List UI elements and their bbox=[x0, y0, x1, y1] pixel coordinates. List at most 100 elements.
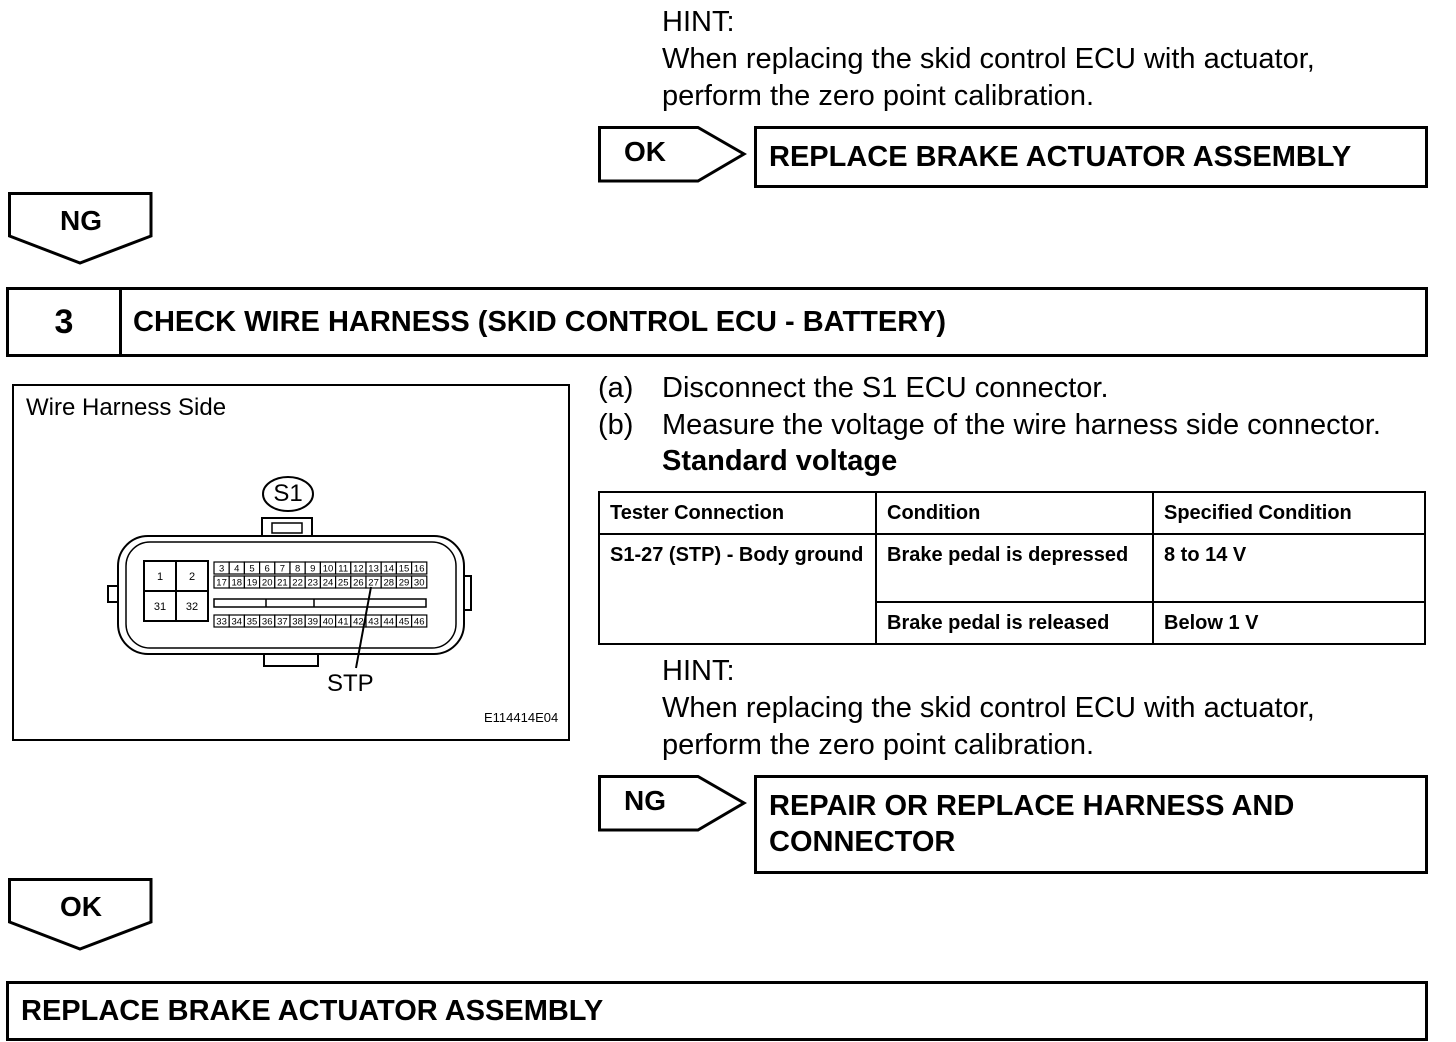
connector-pin-number: 32 bbox=[186, 601, 198, 613]
connector-pin-number: 7 bbox=[280, 564, 285, 575]
instruction-marker: (a) bbox=[598, 372, 634, 404]
hint-line: When replacing the skid control ECU with… bbox=[662, 692, 1315, 724]
table-cell: 8 to 14 V bbox=[1152, 533, 1426, 603]
connector-pin-number: 4 bbox=[234, 564, 239, 575]
connector-pin-number: 21 bbox=[277, 578, 288, 589]
table-header-row: Tester Connection Condition Specified Co… bbox=[598, 491, 1426, 535]
connector-pin-number: 25 bbox=[338, 578, 349, 589]
connector-pin-number: 31 bbox=[154, 601, 166, 613]
table-cell: S1-27 (STP) - Body ground bbox=[598, 533, 877, 645]
table-cell: Brake pedal is released bbox=[875, 601, 1154, 645]
ok-arrow-shape bbox=[598, 126, 747, 183]
ok-down-arrow-shape bbox=[8, 878, 153, 951]
connector-pin-number: 14 bbox=[384, 564, 395, 575]
connector-pin-number: 10 bbox=[323, 564, 334, 575]
connector-pin-number: 18 bbox=[232, 578, 243, 589]
instruction-a: (a) bbox=[598, 370, 633, 407]
final-result-box: REPLACE BRAKE ACTUATOR ASSEMBLY bbox=[6, 981, 1428, 1041]
result-line: REPAIR OR REPLACE HARNESS AND bbox=[769, 790, 1295, 822]
table-header: Specified Condition bbox=[1152, 491, 1426, 535]
connector-pin-number: 6 bbox=[265, 564, 270, 575]
hint-label: HINT: bbox=[662, 655, 735, 687]
hint-line: perform the zero point calibration. bbox=[662, 729, 1094, 761]
figure-id: E114414E04 bbox=[484, 710, 559, 725]
connector-pin-number: 24 bbox=[323, 578, 334, 589]
connector-pin-number: 36 bbox=[262, 617, 273, 628]
result-text: REPLACE BRAKE ACTUATOR ASSEMBLY bbox=[769, 141, 1352, 173]
step-number: 3 bbox=[9, 290, 122, 354]
ng-down-arrow-shape bbox=[8, 192, 153, 265]
connector-pin-number: 19 bbox=[247, 578, 258, 589]
connector-pin-number: 26 bbox=[353, 578, 364, 589]
result-box: REPAIR OR REPLACE HARNESS AND CONNECTOR bbox=[754, 775, 1428, 874]
connector-pin-cell bbox=[411, 614, 428, 628]
figure-title: Wire Harness Side bbox=[26, 394, 227, 421]
ng-label: NG bbox=[624, 785, 666, 816]
connector-pin-number: 23 bbox=[308, 578, 319, 589]
ng-label: NG bbox=[60, 205, 102, 236]
connector-pin-number: 34 bbox=[232, 617, 243, 628]
instruction-b: (b) bbox=[598, 407, 633, 444]
connector-pin-number: 20 bbox=[262, 578, 273, 589]
connector-pin-number: 5 bbox=[249, 564, 254, 575]
connector-pin-number: 35 bbox=[247, 617, 258, 628]
table-header: Condition bbox=[875, 491, 1154, 535]
connector-pin-number: 12 bbox=[353, 564, 364, 575]
hint-label: HINT: bbox=[662, 6, 735, 38]
ok-label: OK bbox=[60, 891, 102, 922]
connector-pin-number: 29 bbox=[399, 578, 410, 589]
step-header: 3 CHECK WIRE HARNESS (SKID CONTROL ECU -… bbox=[6, 287, 1428, 357]
table-row: S1-27 (STP) - Body ground Brake pedal is… bbox=[598, 533, 1426, 645]
ok-label: OK bbox=[624, 136, 666, 167]
connector-pin-number: 2 bbox=[189, 571, 195, 583]
table-header: Tester Connection bbox=[598, 491, 877, 535]
connector-pin-number: 33 bbox=[216, 617, 227, 628]
instruction-b-text: Measure the voltage of the wire harness … bbox=[662, 409, 1381, 441]
connector-pin-number: 1 bbox=[157, 571, 163, 583]
connector-pin-number: 27 bbox=[368, 578, 379, 589]
connector-pin-number: 3 bbox=[219, 564, 224, 575]
connector-pin-number: 43 bbox=[368, 617, 379, 628]
hint-line: perform the zero point calibration. bbox=[662, 80, 1094, 112]
standard-voltage-label: Standard voltage bbox=[662, 445, 898, 477]
connector-pin-number: 44 bbox=[384, 617, 395, 628]
result-text: REPLACE BRAKE ACTUATOR ASSEMBLY bbox=[21, 995, 604, 1027]
stp-pin-label: STP bbox=[327, 670, 374, 697]
connector-pin-number: 42 bbox=[353, 617, 364, 628]
hint-block-1: HINT: When replacing the skid control EC… bbox=[662, 4, 1315, 115]
connector-pin-number: 17 bbox=[216, 578, 227, 589]
connector-pin-number: 8 bbox=[295, 564, 300, 575]
spec-table: Tester Connection Condition Specified Co… bbox=[598, 491, 1426, 645]
connector-id-label: S1 bbox=[273, 480, 303, 507]
connector-pin-number: 30 bbox=[414, 578, 425, 589]
result-box: REPLACE BRAKE ACTUATOR ASSEMBLY bbox=[754, 126, 1428, 188]
connector-pin-number: 37 bbox=[277, 617, 288, 628]
result-line: CONNECTOR bbox=[769, 826, 956, 858]
hint-line: When replacing the skid control ECU with… bbox=[662, 43, 1315, 75]
ng-arrow-shape bbox=[598, 775, 747, 832]
connector-pin-number: 13 bbox=[368, 564, 379, 575]
connector-pin-number: 39 bbox=[308, 617, 319, 628]
table-row: Brake pedal is released Below 1 V bbox=[599, 601, 1426, 645]
connector-pin-number: 46 bbox=[414, 617, 425, 628]
connector-pin-cell bbox=[411, 561, 428, 575]
connector-pin-number: 40 bbox=[323, 617, 334, 628]
connector-pin-number: 45 bbox=[399, 617, 410, 628]
connector-pin-number: 15 bbox=[399, 564, 410, 575]
table-cell: Brake pedal is depressed bbox=[875, 533, 1154, 603]
step-title: CHECK WIRE HARNESS (SKID CONTROL ECU - B… bbox=[133, 306, 947, 338]
connector-pin-number: 38 bbox=[292, 617, 303, 628]
hint-block-2: HINT: When replacing the skid control EC… bbox=[662, 653, 1315, 764]
connector-pin-number: 22 bbox=[292, 578, 303, 589]
instruction-marker: (b) bbox=[598, 409, 634, 441]
connector-pin-cell bbox=[411, 575, 428, 589]
connector-pin-number: 11 bbox=[338, 564, 348, 575]
connector-pin-number: 9 bbox=[310, 564, 315, 575]
result-text: REPAIR OR REPLACE HARNESS AND CONNECTOR bbox=[757, 778, 1425, 870]
table-cell: Below 1 V bbox=[1152, 601, 1426, 645]
connector-pin-number: 16 bbox=[414, 564, 425, 575]
connector-pin-number: 28 bbox=[384, 578, 395, 589]
connector-pin-number: 41 bbox=[338, 617, 349, 628]
